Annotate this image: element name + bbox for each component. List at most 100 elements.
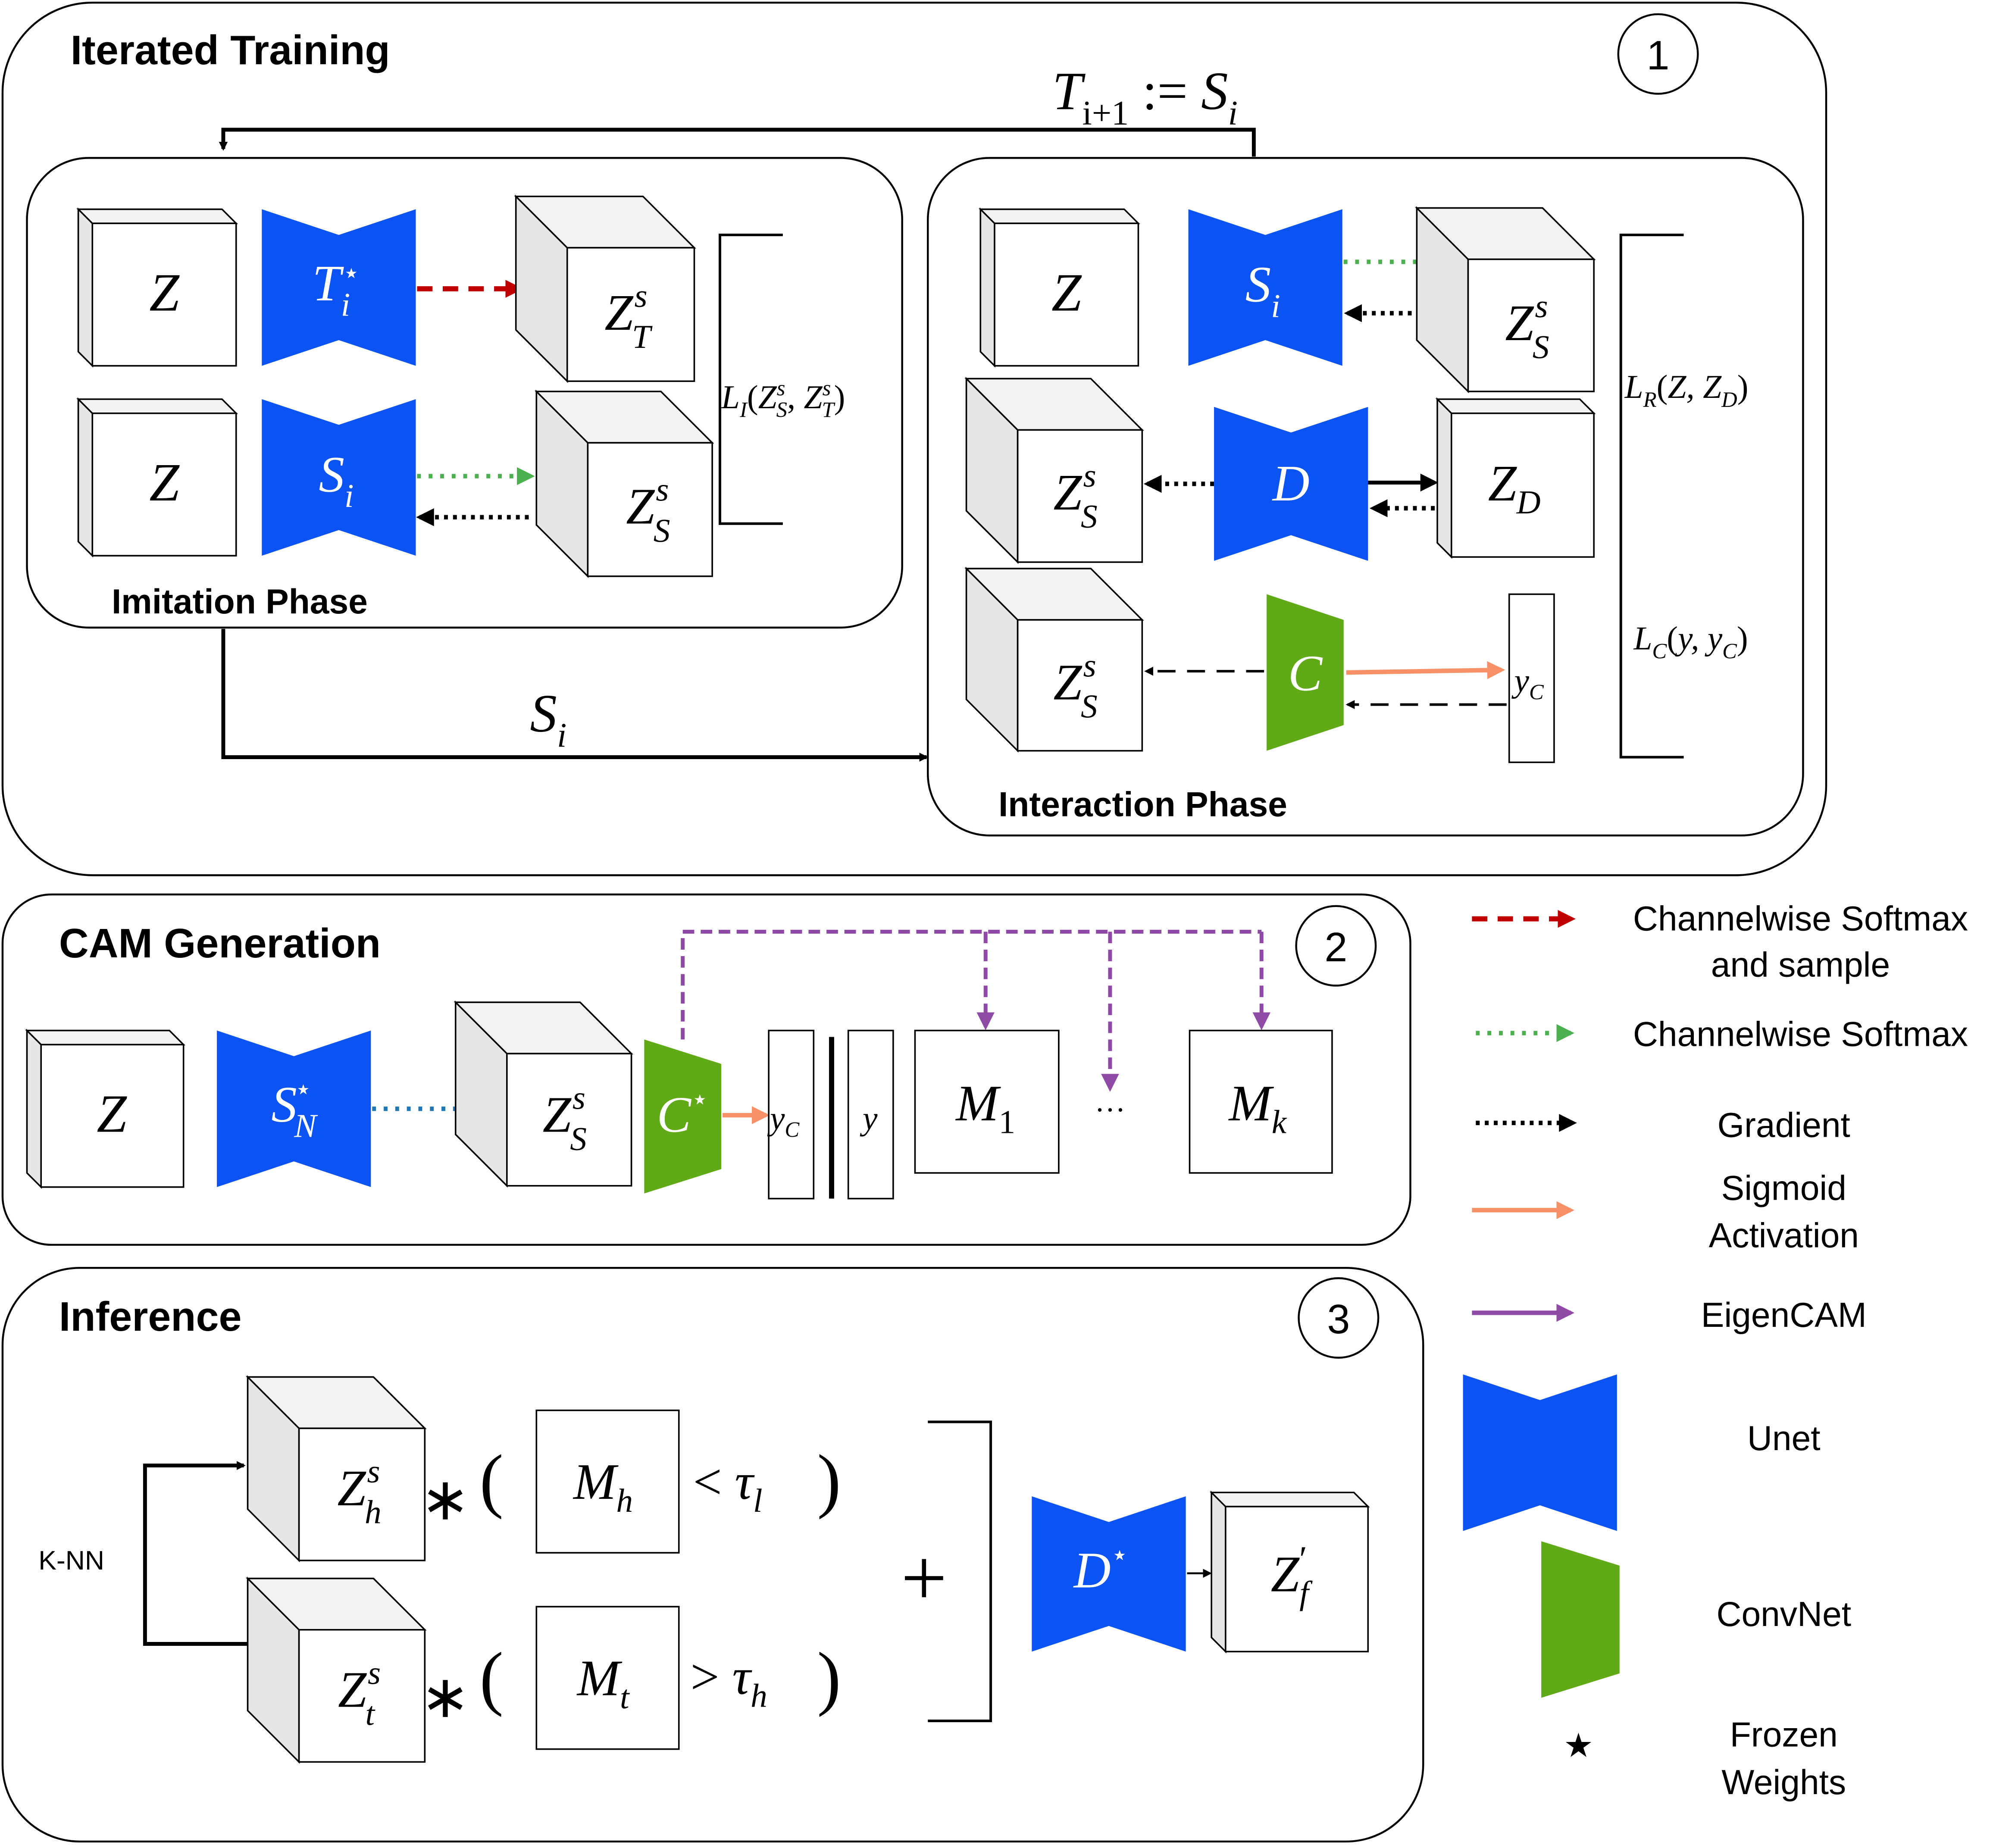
legend-label: Frozen	[1730, 1716, 1838, 1754]
step-number: 3	[1327, 1297, 1350, 1342]
cam-map-first: M1	[914, 1029, 1060, 1174]
legend-item: Sigmoid Activation	[1472, 1169, 1859, 1255]
cam-map-ellipsis: …	[1095, 1084, 1125, 1118]
frozen-classifier-convnet: C⋆	[644, 1039, 721, 1194]
class-output-vector: yC	[1508, 593, 1555, 763]
eigencam-arrow	[681, 929, 1262, 1040]
svg-text:y: y	[860, 1100, 878, 1137]
knn-arrow	[143, 1461, 248, 1646]
legend-label: Unet	[1747, 1419, 1821, 1458]
multiply-operator: ∗	[421, 1664, 470, 1730]
interaction-loss-bracket	[1619, 233, 1684, 759]
svg-text:ZsS: ZsS	[626, 471, 670, 549]
svg-text:Z: Z	[149, 453, 180, 513]
frozen-decoder-unet: D⋆	[1032, 1496, 1186, 1652]
cam-map-last: Mk	[1189, 1029, 1333, 1174]
student-unet: Si	[262, 399, 416, 556]
svg-text:D: D	[1272, 455, 1310, 512]
tail-threshold: > τh	[691, 1648, 767, 1714]
svg-text:S⋆N: S⋆N	[271, 1074, 318, 1144]
legend-label: Sigmoid	[1721, 1169, 1846, 1208]
head-cam-map: Mh	[535, 1409, 680, 1554]
star-icon: ★	[1564, 1727, 1593, 1764]
decoder-unet: D	[1214, 406, 1368, 561]
inference-title: Inference	[59, 1294, 242, 1340]
interaction-phase-title: Interaction Phase	[998, 785, 1287, 824]
sum-bracket	[928, 1420, 992, 1723]
head-threshold: < τl	[693, 1453, 762, 1519]
teacher-unet: Ti⋆	[262, 209, 416, 366]
svg-text:C: C	[1288, 645, 1323, 702]
svg-text:Si: Si	[1245, 256, 1280, 325]
svg-text:Zst: Zst	[338, 1654, 381, 1732]
iterated-training-frame	[1, 1, 1827, 876]
step-number-circle	[1298, 1277, 1380, 1359]
interaction-phase-box	[927, 157, 1804, 837]
inference-frame	[1, 1267, 1424, 1843]
legend-label: Gradient	[1718, 1106, 1850, 1145]
legend-item: Gradient	[1476, 1106, 1850, 1145]
sigmoid-arrow	[1346, 661, 1505, 679]
svg-text:yC: yC	[767, 1100, 800, 1142]
legend-label: and sample	[1711, 946, 1890, 985]
legend-item: ★ Frozen Weights	[1564, 1716, 1846, 1802]
multiply-operator: ∗	[421, 1467, 470, 1532]
latent-cube: Z	[76, 397, 238, 558]
svg-text:C⋆: C⋆	[657, 1084, 708, 1143]
svg-text:Mk: Mk	[1228, 1075, 1287, 1141]
unet-shape-icon	[1463, 1374, 1617, 1531]
legend-item: Unet	[1463, 1374, 1821, 1531]
svg-text:ZsS: ZsS	[1505, 287, 1549, 365]
teacher-update-rule: Ti+1 := Si	[1052, 62, 1238, 132]
teacher-update-arrow	[219, 128, 1256, 157]
close-paren: )	[817, 1638, 841, 1717]
open-paren: (	[479, 1440, 504, 1520]
student-transfer-arrow	[221, 629, 929, 762]
svg-text:Zsh: Zsh	[337, 1452, 381, 1530]
legend: Channelwise Softmax and sample Channelwi…	[1463, 899, 1968, 1802]
legend-item: Channelwise Softmax and sample	[1472, 899, 1968, 985]
classifier-convnet: C	[1267, 594, 1344, 751]
step-number: 2	[1324, 925, 1347, 970]
legend-label: Weights	[1721, 1763, 1846, 1802]
legend-label: ConvNet	[1716, 1595, 1851, 1634]
svg-text:ZD: ZD	[1488, 455, 1541, 521]
cam-generation-title: CAM Generation	[59, 921, 381, 966]
svg-text:Z: Z	[149, 263, 180, 323]
svg-text:ZsS: ZsS	[1053, 647, 1097, 725]
svg-text:Z: Z	[97, 1085, 127, 1144]
svg-text:ZsT: ZsT	[604, 277, 653, 355]
decoder-output-cube: ZD	[1435, 397, 1596, 559]
student-unet: Si	[1188, 209, 1342, 366]
svg-text:Z′f: Z′f	[1271, 1539, 1313, 1611]
imitation-phase-title: Imitation Phase	[112, 582, 368, 621]
final-latent-cube: Z′f	[1209, 1490, 1370, 1654]
plus-operator: +	[901, 1532, 947, 1623]
convnet-shape-icon	[1541, 1541, 1620, 1698]
cam-generation-frame	[1, 893, 1411, 1246]
legend-label: Channelwise Softmax	[1633, 1015, 1968, 1054]
latent-cube: Z	[76, 207, 238, 368]
svg-text:ZsS: ZsS	[1053, 457, 1097, 535]
svg-text:D⋆: D⋆	[1073, 1540, 1129, 1599]
student-transfer-label: Si	[530, 684, 566, 755]
step-number: 1	[1647, 33, 1670, 78]
legend-label: Activation	[1709, 1216, 1859, 1255]
classification-loss: LC(y, yC)	[1633, 619, 1748, 663]
iterated-training-title: Iterated Training	[71, 28, 390, 73]
latent-cube: Z	[25, 1029, 185, 1189]
close-paren: )	[817, 1440, 841, 1520]
imitation-loss-bracket	[719, 233, 783, 525]
svg-text:Z: Z	[1051, 263, 1082, 323]
svg-text:Mt: Mt	[576, 1650, 630, 1716]
